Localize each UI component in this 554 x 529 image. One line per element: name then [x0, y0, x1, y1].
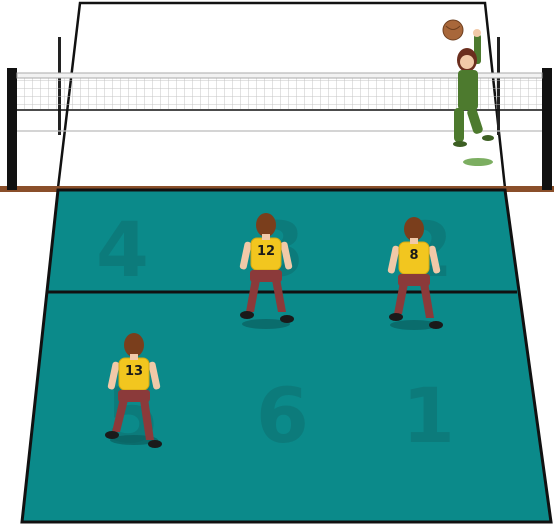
net-post-right	[542, 68, 552, 190]
zone-6-label: 6	[256, 371, 309, 460]
zone-1-label: 1	[402, 371, 455, 460]
net-post-left	[7, 68, 17, 190]
zone-4-label: 4	[96, 205, 149, 294]
player-8-number: 8	[409, 248, 418, 263]
player-13-number: 13	[125, 364, 143, 379]
player-12-number: 12	[257, 244, 275, 259]
opponent-shadow	[463, 158, 493, 166]
